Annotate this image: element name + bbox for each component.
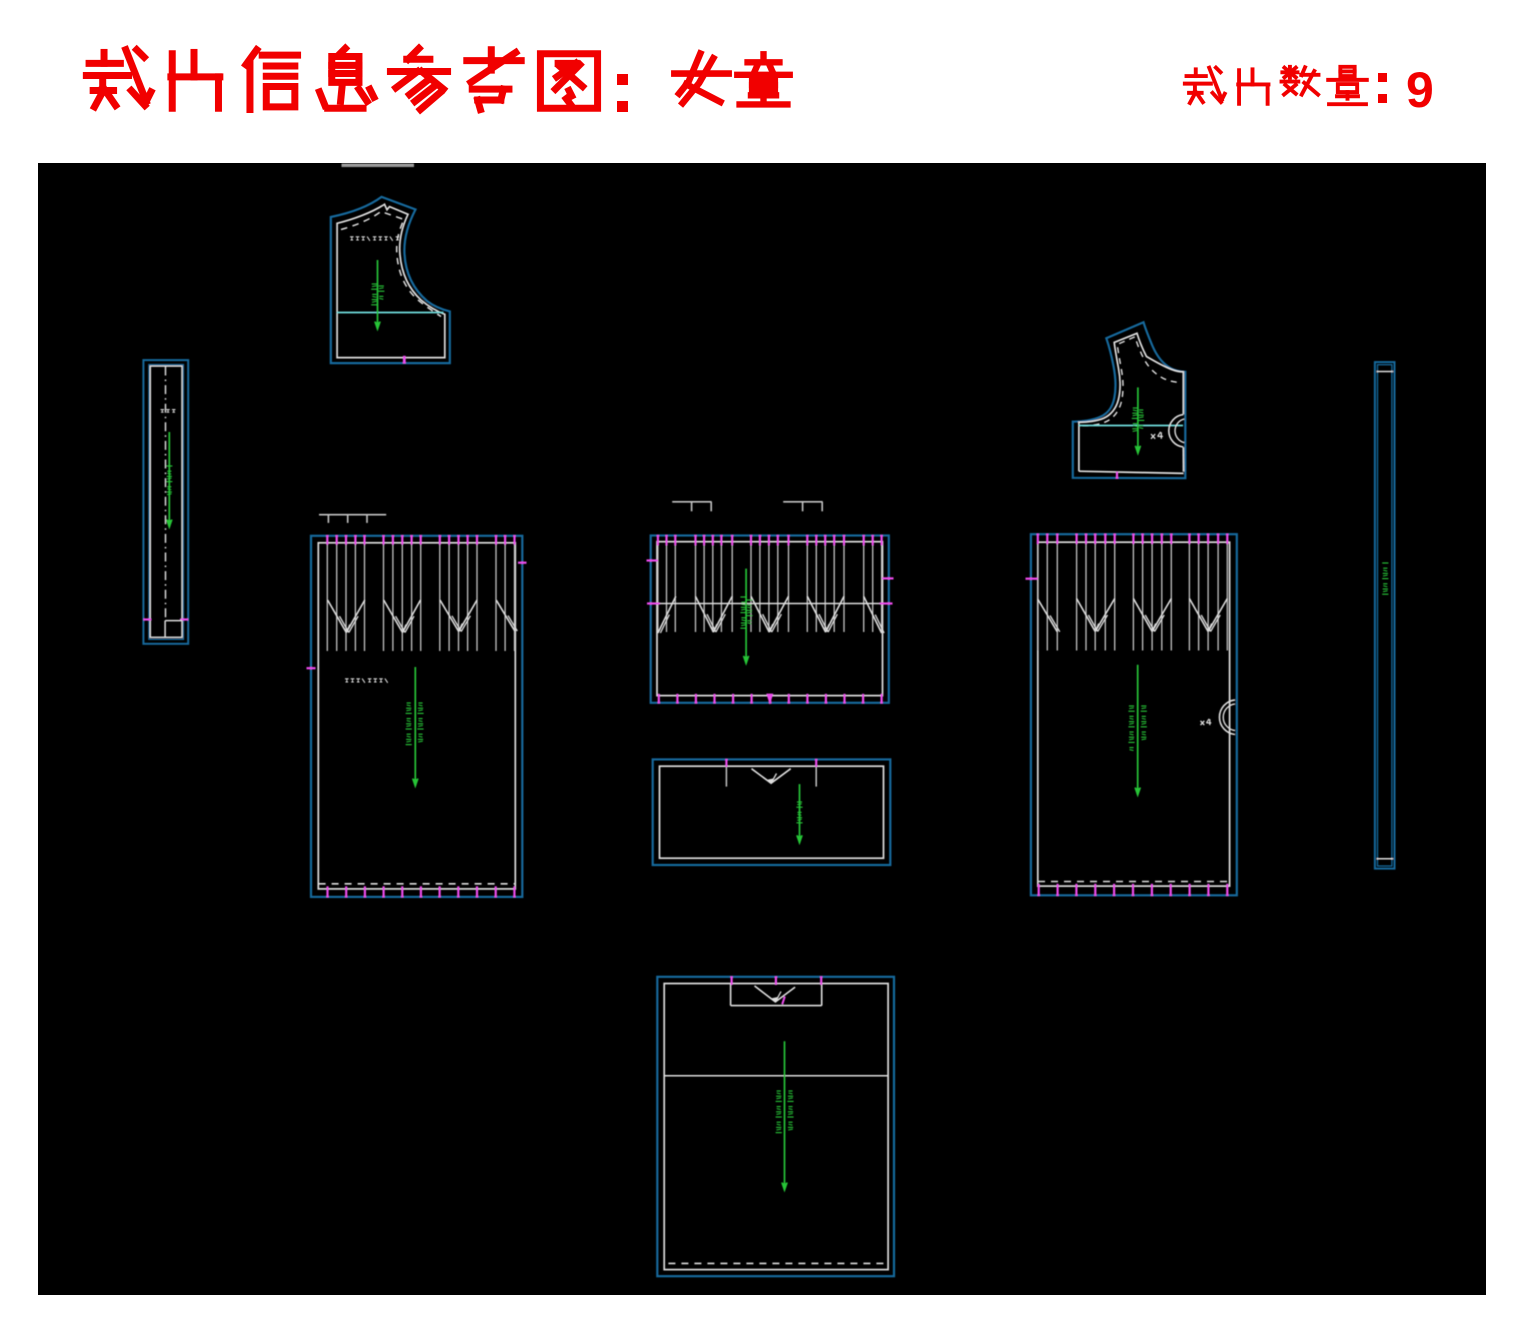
svg-text:9: 9 <box>1406 62 1434 118</box>
